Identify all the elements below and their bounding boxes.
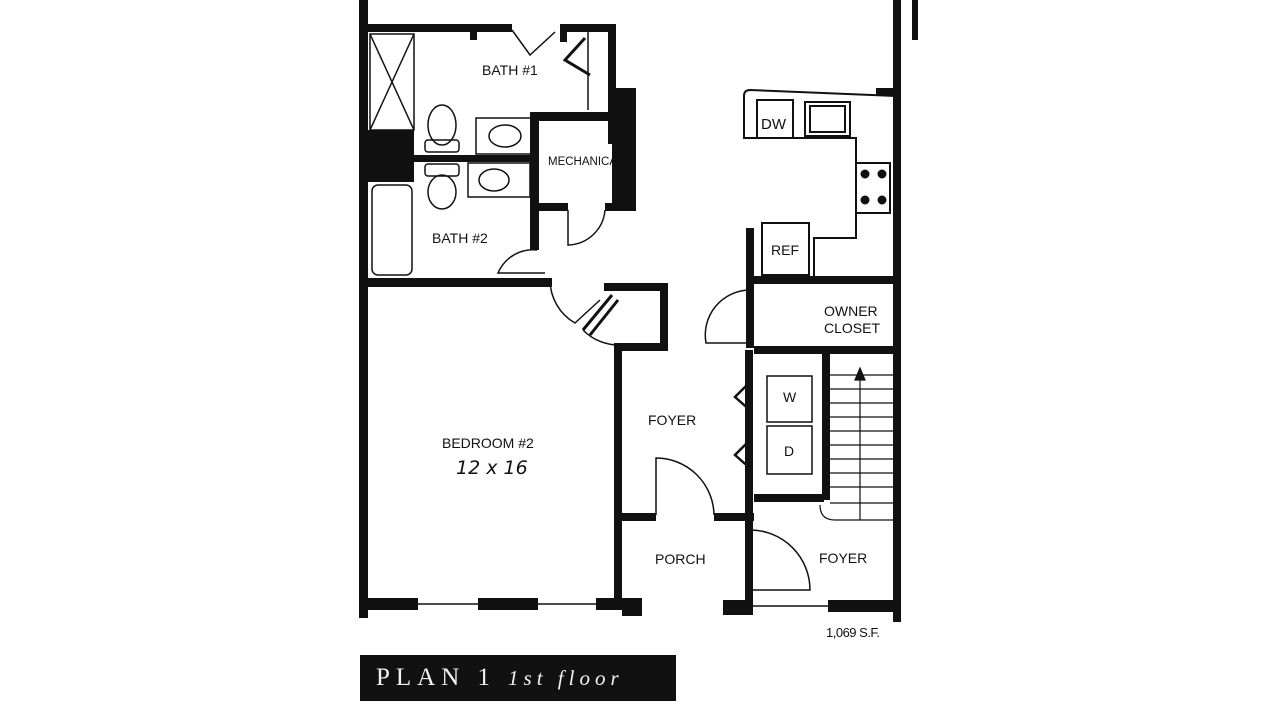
plan-subtitle: 1st floor (508, 665, 624, 690)
plan-title: PLAN 1 (376, 664, 497, 691)
room-label-owner-closet-1: OWNER (824, 303, 878, 319)
kitchen (743, 88, 897, 276)
room-label-bath2: BATH #2 (432, 230, 488, 246)
room-label-bath1: BATH #1 (482, 62, 538, 78)
dishwasher-label: DW (761, 116, 787, 133)
stairs (819, 366, 893, 521)
walls (359, 0, 918, 622)
dryer-label: D (784, 443, 794, 459)
room-size-bedroom2: 12 x 16 (456, 457, 528, 479)
washer-label: W (783, 389, 797, 405)
refrigerator-label: REF (771, 242, 799, 258)
room-label-foyer-entry: FOYER (819, 550, 867, 566)
doors (496, 29, 811, 591)
room-label-mechanical: MECHANICAL (548, 156, 624, 168)
plan-title-banner: PLAN 1 1st floor (360, 655, 676, 701)
windows (418, 603, 828, 607)
laundry (766, 375, 813, 475)
room-label-bedroom2: BEDROOM #2 (442, 435, 534, 451)
room-label-porch: PORCH (655, 551, 706, 567)
room-label-owner-closet-2: CLOSET (824, 320, 880, 336)
square-footage: 1,069 S.F. (826, 625, 880, 640)
bath-fixtures (369, 32, 589, 276)
room-label-foyer-main: FOYER (648, 412, 696, 428)
